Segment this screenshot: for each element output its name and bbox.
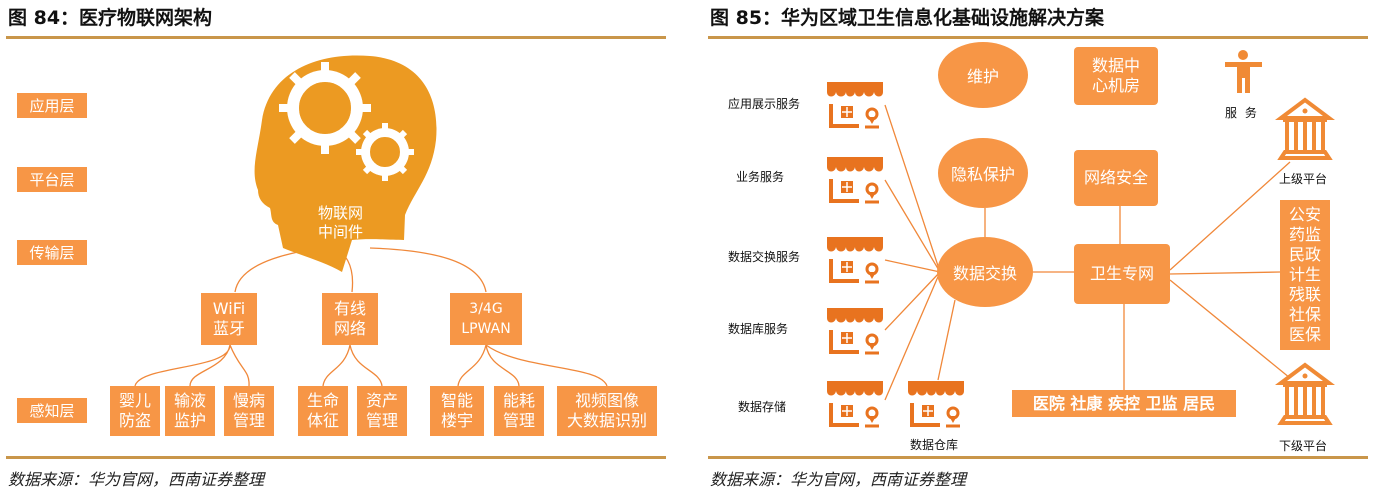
middleware-line-1: 物联网 [318,204,364,222]
service-label: 数据交换服务 [728,250,801,264]
middleware-label: 物联网 中间件 [318,204,363,242]
sensing-item: 视频图像大数据识别 [557,386,657,436]
head-icon [254,55,437,273]
sensing-item: 输液监护 [165,386,215,436]
sensing-item: 慢病管理 [224,386,274,436]
upper-platform-label: 上级平台 [1279,172,1328,186]
service-label: 应用展示服务 [728,97,801,111]
middleware-line-2: 中间件 [318,223,364,241]
service-person-label: 服 务 [1225,106,1259,120]
top-rule [708,36,1368,39]
sensing-item: 资产管理 [357,386,407,436]
health-network-box: 卫生专网 [1074,244,1170,304]
layer-application: 应用层 [17,93,87,118]
figure-84-title: 图 84：医疗物联网架构 [8,7,213,29]
source-note: 数据来源：华为官网，西南证券整理 [8,470,265,489]
source-note: 数据来源：华为官网，西南证券整理 [710,470,967,489]
person-icon [1225,50,1262,93]
sensing-item: 能耗管理 [494,386,544,436]
service-label: 业务服务 [736,170,785,184]
bottom-rule [6,456,666,459]
layer-platform: 平台层 [17,167,87,192]
warehouse-label: 数据仓库 [910,438,959,452]
sensing-item: 婴儿防盗 [110,386,160,436]
bottom-rule [708,456,1368,459]
lower-platform-label: 下级平台 [1279,439,1328,453]
layer-sensing: 感知层 [17,398,87,423]
sensing-item: 生命体征 [298,386,348,436]
network-security-box: 网络安全 [1074,150,1158,206]
service-label: 数据存储 [738,400,787,414]
figure-85-title: 图 85：华为区域卫生信息化基础设施解决方案 [710,7,1105,29]
transport-wired: 有线网络 [322,293,378,345]
maintenance-node: 维护 [938,42,1028,108]
top-rule [6,36,666,39]
sensing-item: 智能楼宇 [430,386,484,436]
data-exchange-node: 数据交换 [937,237,1033,307]
service-label: 数据库服务 [728,322,789,336]
privacy-node: 隐私保护 [938,138,1028,208]
datacenter-box: 数据中心机房 [1074,47,1158,105]
endpoints-box: 医院 社康 疾控 卫监 居民 [1012,390,1236,417]
layer-transport: 传输层 [17,240,87,265]
agencies-box: 公安药监民政计生残联社保医保 [1280,200,1330,350]
